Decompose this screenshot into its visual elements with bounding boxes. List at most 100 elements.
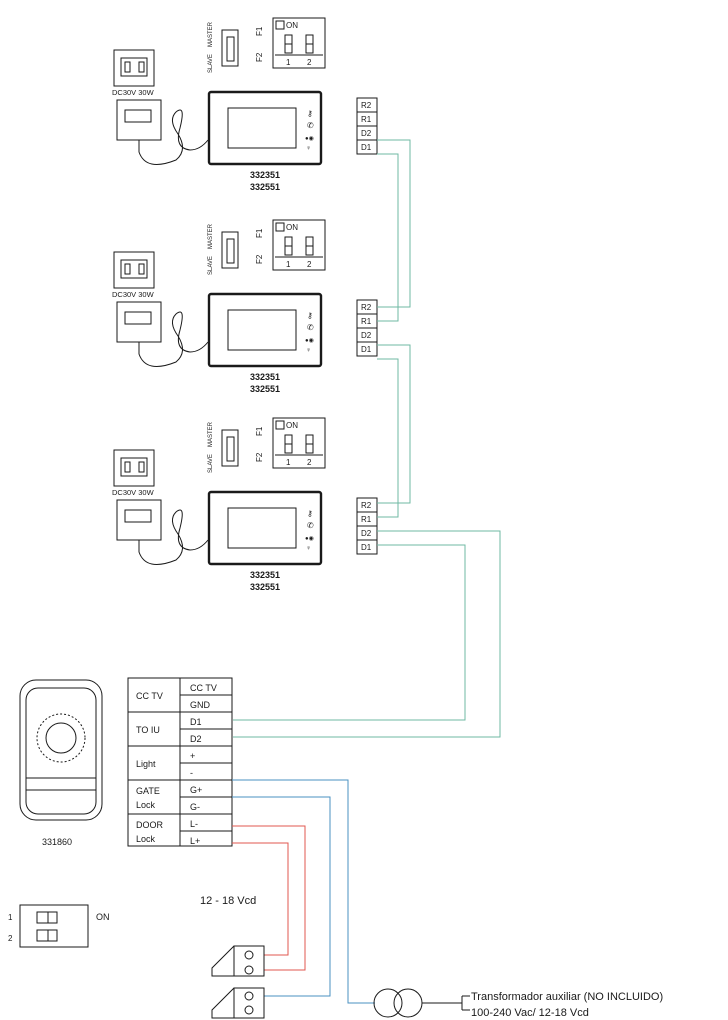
door-station-model: 331860: [42, 837, 72, 847]
terminal-label: -: [190, 768, 193, 778]
psu-adapter: [116, 99, 162, 141]
psu-pin: [138, 61, 145, 73]
terminal-label: +: [190, 751, 195, 761]
gate-lock-bolt: [211, 987, 235, 1019]
bus-wire-d1-r1: [377, 358, 399, 518]
psu-plug: [113, 49, 155, 87]
dip-switch-box: [272, 417, 326, 469]
dip-pos-2-label: 2: [307, 260, 312, 269]
door-dip-slot-2: [36, 929, 58, 942]
gate-lock-wire-g-minus: [232, 796, 331, 997]
terminal-group-label: DOOR: [136, 820, 164, 830]
transformer-label: Transformador auxiliar (NO INCLUIDO): [471, 991, 663, 1003]
dip-pos-2-label: 2: [307, 58, 312, 67]
terminal-d1: [356, 341, 378, 357]
slave-master-lever: [226, 36, 235, 62]
terminal-label: D2: [190, 734, 202, 744]
bus-wire-d2-r2: [377, 344, 411, 504]
door-lock-wire-l-minus: [232, 825, 306, 971]
door-panel: [19, 679, 103, 821]
f2-label: F2: [255, 254, 264, 264]
slave-master-lever: [226, 436, 235, 462]
psu-adapter: [116, 499, 162, 541]
lock-voltage-label: 12 - 18 Vcd: [200, 895, 256, 907]
terminal-label: L+: [190, 836, 200, 846]
f1-label: F1: [255, 26, 264, 36]
psu-adapter: [116, 301, 162, 343]
slave-master-lever: [226, 238, 235, 264]
dip-pos-1-label: 1: [286, 260, 291, 269]
terminal-label: D1: [361, 143, 372, 152]
dip-lever-1-fill: [284, 236, 293, 247]
model-number: 332551: [250, 384, 280, 394]
terminal-label: D1: [190, 717, 202, 727]
master-label: MASTER: [208, 421, 214, 447]
bell-icon: ♀: [306, 347, 311, 354]
slave-label: SLAVE: [208, 54, 214, 73]
psu-cable: [138, 509, 209, 565]
terminal-label: L-: [190, 819, 198, 829]
master-label: MASTER: [208, 223, 214, 249]
terminal-group-label: GATE: [136, 786, 160, 796]
psu-pin: [138, 263, 145, 275]
dip-switch-box: [272, 219, 326, 271]
door-dip-slot-1: [36, 911, 58, 924]
terminal-label: CC TV: [190, 683, 217, 693]
transformer-coil-icon: [393, 988, 423, 1018]
dip-pos-1-label: 1: [286, 458, 291, 467]
master-label: MASTER: [208, 21, 214, 47]
f2-label: F2: [255, 52, 264, 62]
slave-master-switch: [221, 29, 239, 67]
psu-rating-label: DC30V 30W: [112, 88, 155, 97]
psu-rating-label: DC30V 30W: [112, 488, 155, 497]
terminal-group-label: TO IU: [136, 725, 160, 735]
door-lock: [211, 945, 265, 977]
lock-terminal: [244, 1005, 254, 1015]
door-dip-switch-box: [19, 904, 89, 948]
dip-on-label: ON: [286, 421, 298, 430]
monitor-screen: [227, 507, 297, 549]
terminal-group-label: CC TV: [136, 691, 163, 701]
terminal-label: R2: [361, 101, 372, 110]
bus-wire-d1-r1: [377, 153, 399, 322]
gate-lock: [211, 987, 265, 1019]
phone-icon: ✆: [307, 323, 314, 332]
key-icon: ⚷: [307, 109, 313, 118]
psu-pin: [124, 61, 131, 73]
dip-on-marker: [275, 420, 285, 430]
dip-lever-2-fill: [305, 434, 314, 445]
bus-wire-to-door-d2: [233, 530, 501, 738]
psu-plug: [113, 449, 155, 487]
speaker-grille: [36, 713, 86, 763]
dip-on-label: ON: [286, 21, 298, 30]
terminal-d1: [356, 139, 378, 155]
terminal-label: R1: [361, 515, 372, 524]
bus-wire-d2-r2: [377, 139, 411, 308]
slave-label: SLAVE: [208, 256, 214, 275]
bus-wire-to-door-d1: [233, 544, 466, 721]
door-dip-on-label: ON: [96, 912, 110, 922]
mains-lead: [461, 995, 470, 1011]
camera-icon: ●◉: [305, 536, 314, 542]
psu-socket: [120, 259, 148, 279]
monitor-body: [207, 490, 323, 566]
lock-terminal: [244, 950, 254, 960]
transformer-rating: 100-240 Vac/ 12-18 Vcd: [471, 1007, 589, 1019]
terminal-label: G-: [190, 802, 200, 812]
dip-lever-1-fill: [284, 34, 293, 45]
phone-icon: ✆: [307, 521, 314, 530]
psu-socket: [120, 57, 148, 77]
lock-terminal: [244, 991, 254, 1001]
psu-cable: [138, 311, 209, 367]
door-lock-body: [233, 945, 265, 977]
model-number: 332351: [250, 570, 280, 580]
door-panel-inner: [25, 687, 97, 815]
monitor-body: [207, 90, 323, 166]
dip-lever-2-fill: [305, 236, 314, 247]
terminal-label: R1: [361, 317, 372, 326]
phone-icon: ✆: [307, 121, 314, 130]
camera-ring: [45, 722, 77, 754]
